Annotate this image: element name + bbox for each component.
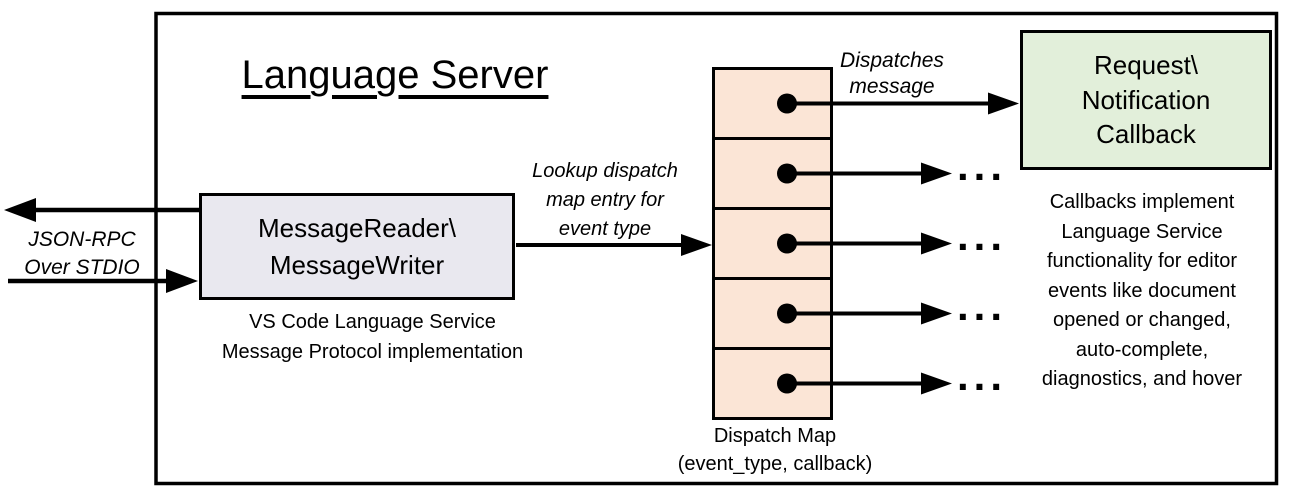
dispatch-entry-dot bbox=[777, 373, 797, 394]
ellipsis-more-callbacks: ... bbox=[957, 352, 1008, 399]
ellipsis-more-callbacks: ... bbox=[957, 142, 1008, 189]
ellipsis-more-callbacks: ... bbox=[957, 212, 1008, 259]
arrowhead-right-icon bbox=[921, 232, 952, 255]
lookup-arrow bbox=[516, 234, 712, 256]
message-box-label: MessageReader\MessageWriter bbox=[258, 212, 456, 280]
stdio-out-arrow bbox=[4, 198, 202, 222]
arrowhead-right-icon bbox=[921, 372, 952, 395]
json-rpc-stdio-label: JSON-RPC Over STDIO bbox=[24, 228, 140, 279]
arrowhead-left-icon bbox=[4, 198, 36, 222]
stdio-in-arrow bbox=[8, 269, 198, 293]
dispatch-entry-dot bbox=[777, 303, 797, 324]
dispatch-arrow-1 bbox=[777, 92, 1019, 115]
dispatch-arrow-4 bbox=[777, 302, 952, 325]
arrowhead-right-icon bbox=[921, 162, 952, 185]
dispatch-map-caption: Dispatch Map (event_type, callback) bbox=[677, 425, 873, 475]
dispatch-entry-dot bbox=[777, 93, 797, 114]
arrowhead-right-icon bbox=[681, 234, 712, 256]
dispatch-arrow-3 bbox=[777, 232, 952, 255]
dispatch-entry-dot bbox=[777, 233, 797, 254]
lookup-dispatch-label: Lookup dispatch map entry for event type bbox=[532, 160, 678, 240]
dispatch-arrow-5 bbox=[777, 372, 952, 395]
language-server-boundary-box bbox=[154, 11, 1279, 486]
callbacks-note: Callbacks implement Language Service fun… bbox=[1041, 191, 1243, 390]
arrowhead-right-icon bbox=[166, 269, 198, 293]
diagram-title: Language Server bbox=[241, 53, 549, 97]
dispatch-arrow-2 bbox=[777, 162, 952, 185]
message-reader-writer-box: MessageReader\MessageWriter bbox=[199, 193, 515, 300]
dispatches-message-label: Dispatches message bbox=[840, 49, 944, 98]
arrowhead-right-icon bbox=[988, 92, 1019, 115]
arrowhead-right-icon bbox=[921, 302, 952, 325]
dispatch-entry-dot bbox=[777, 163, 797, 184]
ellipsis-more-callbacks: ... bbox=[957, 282, 1008, 329]
message-box-caption: VS Code Language Service Message Protoco… bbox=[221, 311, 524, 363]
